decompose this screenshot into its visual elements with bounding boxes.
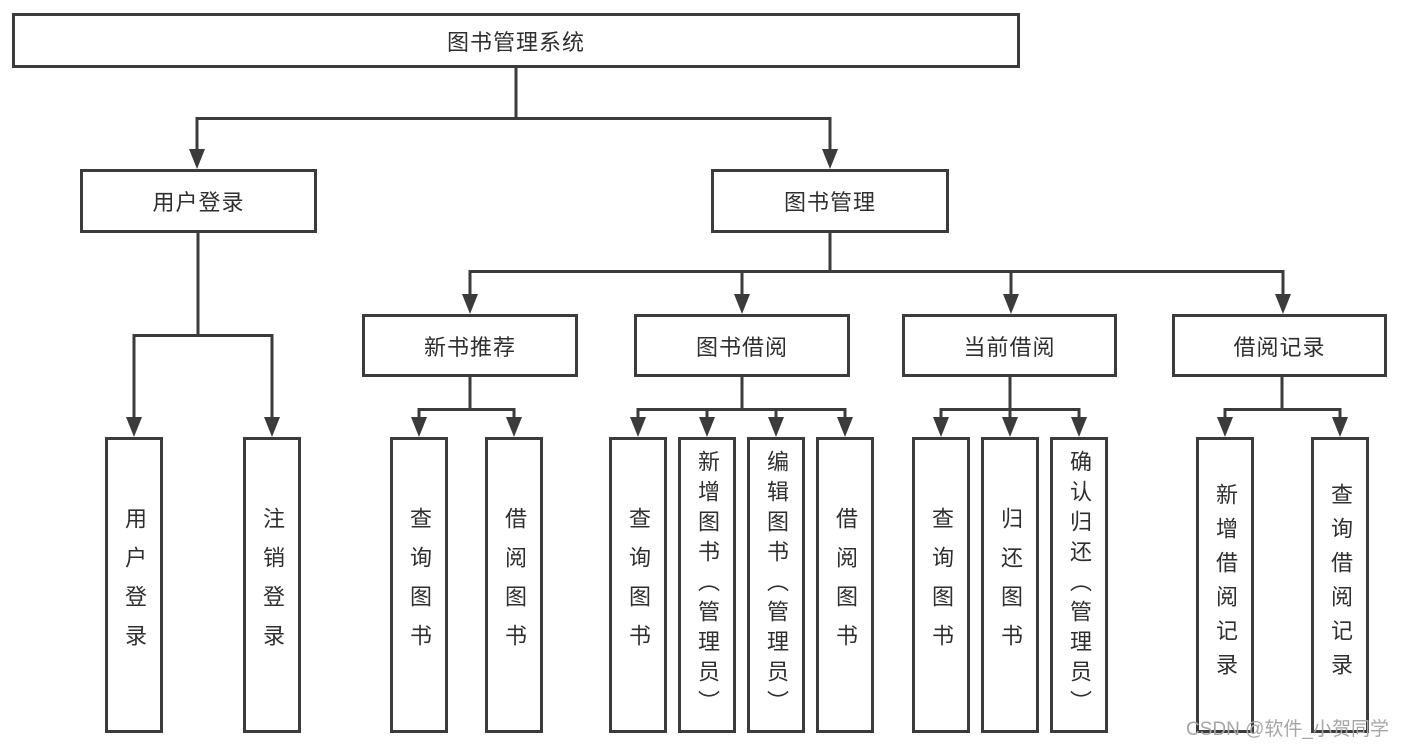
leaf-edit-book-admin: 编辑图书（管理员） (747, 437, 805, 733)
connector-borrowing-records-children (1223, 377, 1342, 417)
leaf-borrow-books-2-label: 借阅图书 (833, 507, 858, 663)
leaf-borrow-books-1-label: 借阅图书 (502, 507, 527, 663)
leaf-user-login: 用户登录 (105, 437, 163, 733)
leaf-add-borrow-record: 新增借阅记录 (1196, 437, 1254, 733)
leaf-confirm-return-admin: 确认归还（管理员） (1050, 437, 1108, 733)
connector-root-to-level2 (195, 68, 832, 150)
node-book-borrowing: 图书借阅 (634, 314, 850, 377)
arrowhead-book-management (822, 149, 838, 169)
leaf-query-books-2: 查询图书 (609, 437, 667, 733)
arrowhead-book-borrowing (734, 294, 750, 314)
node-current-borrowing-label: 当前借阅 (963, 334, 1056, 360)
arrowhead-borrowing-records (1275, 294, 1291, 314)
leaf-confirm-return-admin-label: 确认归还（管理员） (1067, 450, 1092, 720)
arrowhead-query-books-3 (933, 417, 949, 437)
node-book-management: 图书管理 (711, 169, 949, 233)
arrowhead-query-books-1 (411, 417, 427, 437)
leaf-user-login-label: 用户登录 (122, 507, 147, 663)
leaf-logout-login-label: 注销登录 (260, 507, 285, 663)
node-borrowing-records-label: 借阅记录 (1233, 334, 1326, 360)
node-user-login-label: 用户登录 (152, 190, 245, 215)
leaf-logout-login: 注销登录 (243, 437, 301, 733)
node-book-borrowing-label: 图书借阅 (695, 334, 788, 360)
connector-book-management-children (468, 233, 1285, 295)
leaf-add-book-admin: 新增图书（管理员） (678, 437, 736, 733)
arrowhead-query-borrow-record (1332, 417, 1348, 437)
arrowhead-leaf-logout (264, 417, 280, 437)
leaf-add-book-admin-label: 新增图书（管理员） (695, 450, 720, 720)
arrowhead-add-book (699, 417, 715, 437)
arrowhead-new-book-recommend (462, 294, 478, 314)
leaf-query-books-1: 查询图书 (390, 437, 448, 733)
arrowhead-borrow-books-2 (837, 417, 853, 437)
leaf-query-borrow-record: 查询借阅记录 (1311, 437, 1369, 733)
leaf-query-books-2-label: 查询图书 (626, 507, 651, 663)
connector-new-book-recommend-children (417, 377, 516, 417)
arrowhead-borrow-books-1 (506, 417, 522, 437)
leaf-query-books-3-label: 查询图书 (929, 507, 954, 663)
arrowhead-leaf-user-login (126, 417, 142, 437)
leaf-borrow-books-2: 借阅图书 (816, 437, 874, 733)
csdn-watermark: CSDN @软件_小贺同学 (1186, 719, 1389, 740)
leaf-return-book-label: 归还图书 (998, 507, 1023, 663)
leaf-query-books-1-label: 查询图书 (407, 507, 432, 663)
arrowhead-edit-book (768, 417, 784, 437)
node-book-management-label: 图书管理 (783, 190, 876, 215)
node-root: 图书管理系统 (12, 13, 1020, 68)
arrowhead-user-login (189, 149, 205, 169)
leaf-query-books-3: 查询图书 (912, 437, 970, 733)
node-user-login: 用户登录 (80, 169, 317, 233)
leaf-query-borrow-record-label: 查询借阅记录 (1328, 483, 1353, 687)
leaf-add-borrow-record-label: 新增借阅记录 (1213, 483, 1238, 687)
node-new-book-recommend-label: 新书推荐 (423, 334, 516, 360)
arrowhead-confirm-return (1071, 417, 1087, 437)
connector-current-borrowing-children (939, 377, 1081, 417)
node-borrowing-records: 借阅记录 (1172, 314, 1387, 377)
leaf-return-book: 归还图书 (981, 437, 1039, 733)
node-current-borrowing: 当前借阅 (902, 314, 1117, 377)
node-root-label: 图书管理系统 (446, 29, 585, 55)
arrowhead-add-borrow-record (1217, 417, 1233, 437)
connector-book-borrowing-children (636, 377, 847, 417)
arrowhead-return-book (1002, 417, 1018, 437)
arrowhead-query-books-2 (630, 417, 646, 437)
arrowhead-current-borrowing (1003, 294, 1019, 314)
leaf-borrow-books-1: 借阅图书 (485, 437, 543, 733)
node-new-book-recommend: 新书推荐 (362, 314, 578, 377)
connector-user-login-children (132, 233, 274, 417)
leaf-edit-book-admin-label: 编辑图书（管理员） (764, 450, 789, 720)
